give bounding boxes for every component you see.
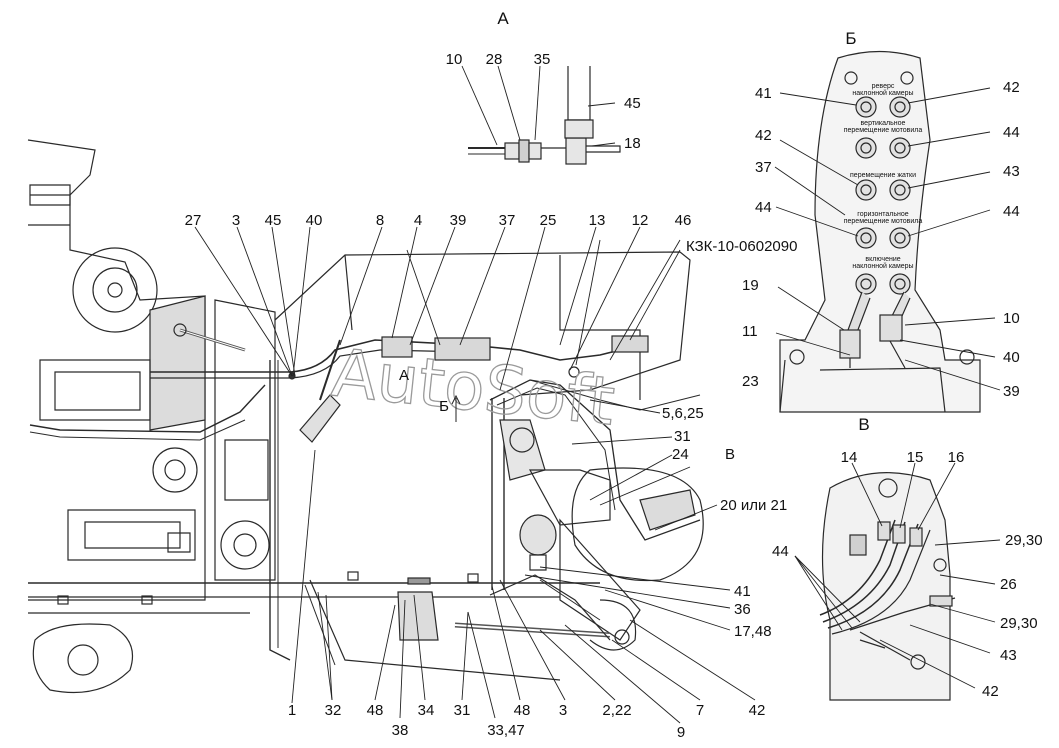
- callout-label: 39: [450, 212, 467, 229]
- caption-incl-2: наклонной камеры: [852, 262, 913, 270]
- callouts-detail-b: 41 42 42 44 37 43 44 44 19 10 11 40 23 3…: [742, 79, 1020, 400]
- callout-label: 35: [534, 51, 551, 68]
- callout-label: 9: [677, 724, 685, 741]
- callouts-main-bottom: 1 32 48 38 34 31 33,47 48 3 2,22 9 7 42: [288, 702, 766, 741]
- panel-b-captions: реверс наклонной камеры вертикальное пер…: [844, 83, 923, 270]
- watermark: AutoSoft: [328, 334, 618, 440]
- caption-incl-1: включение: [865, 256, 900, 263]
- callout-label: 39: [1003, 383, 1020, 400]
- callout-label: 13: [589, 212, 606, 229]
- callout-label: 44: [1003, 124, 1020, 141]
- kzk-label: КЗК-10-0602090: [686, 238, 797, 255]
- callout-label: 46: [675, 212, 692, 229]
- callout-label: 31: [454, 702, 471, 719]
- callout-label: 10: [446, 51, 463, 68]
- callout-label: 8: [376, 212, 384, 229]
- callout-label: 42: [755, 127, 772, 144]
- callout-label: 12: [632, 212, 649, 229]
- callout-label: 32: [325, 702, 342, 719]
- callout-label: 42: [982, 683, 999, 700]
- caption-reverse-1: реверс: [872, 83, 895, 90]
- view-marker-v: В: [725, 446, 735, 463]
- callout-label: 16: [948, 449, 965, 466]
- callout-label: 41: [734, 583, 751, 600]
- callout-label: 23: [742, 373, 759, 390]
- section-title-v: В: [858, 415, 869, 434]
- callout-label: 29,30: [1005, 532, 1043, 549]
- caption-horiz-2: перемещение мотовила: [844, 218, 923, 225]
- callout-label: 7: [696, 702, 704, 719]
- callout-label: 38: [392, 722, 409, 739]
- callout-label: 42: [749, 702, 766, 719]
- callout-label: 33,47: [487, 722, 525, 739]
- callout-label: 34: [418, 702, 435, 719]
- callouts-detail-a: 10 28 35 45 18: [446, 51, 641, 152]
- callout-label: 5,6,25: [662, 405, 704, 422]
- callout-label: 37: [755, 159, 772, 176]
- callout-label: 48: [514, 702, 531, 719]
- caption-katka: перемещение жатки: [850, 172, 916, 179]
- callout-label: 24: [672, 446, 689, 463]
- caption-vert-2: перемещение мотовила: [844, 127, 923, 134]
- callout-label: 17,48: [734, 623, 772, 640]
- callout-label: 45: [265, 212, 282, 229]
- main-assembly-drawing: [27, 139, 704, 693]
- callout-label: 10: [1003, 310, 1020, 327]
- caption-reverse-2: наклонной камеры: [852, 89, 913, 97]
- section-title-a: А: [497, 9, 509, 28]
- callouts-detail-v: 14 15 16 29,30 44 26 29,30 43 42: [772, 449, 1043, 700]
- caption-horiz-1: горизонтальное: [857, 211, 908, 218]
- callout-label: 3: [232, 212, 240, 229]
- callout-label: 28: [486, 51, 503, 68]
- detail-a-drawing: [468, 66, 621, 165]
- callout-label: 25: [540, 212, 557, 229]
- callout-label: 45: [624, 95, 641, 112]
- callout-label: 3: [559, 702, 567, 719]
- callout-label: 19: [742, 277, 759, 294]
- callout-label: 1: [288, 702, 296, 719]
- section-title-b: Б: [845, 29, 856, 48]
- callout-label: 44: [772, 543, 789, 560]
- callout-label: 14: [841, 449, 858, 466]
- callout-label: 42: [1003, 79, 1020, 96]
- callout-label: 44: [755, 199, 772, 216]
- callout-label: 31: [674, 428, 691, 445]
- detail-b-drawing: [779, 50, 981, 413]
- callouts-main-right: 5,6,25 31 24 20 или 21 41 36 17,48: [662, 405, 787, 640]
- callout-label: 43: [1000, 647, 1017, 664]
- callout-label: 20 или 21: [720, 497, 787, 514]
- callout-label: 4: [414, 212, 422, 229]
- callout-label: 40: [1003, 349, 1020, 366]
- callout-label: 44: [1003, 203, 1020, 220]
- callout-label: 2,22: [602, 702, 631, 719]
- callout-label: 37: [499, 212, 516, 229]
- callout-label: 15: [907, 449, 924, 466]
- caption-vert-1: вертикальное: [861, 120, 906, 127]
- detail-v-drawing: [819, 472, 956, 701]
- view-arrow-b: [451, 394, 461, 422]
- callout-label: 40: [306, 212, 323, 229]
- view-marker-a: А: [399, 367, 409, 384]
- callout-label: 26: [1000, 576, 1017, 593]
- callout-label: 27: [185, 212, 202, 229]
- callouts-main-top: 27 3 45 40 8 4 39 37 25 13 12 46: [185, 212, 692, 229]
- callout-label: 11: [742, 323, 758, 340]
- callout-label: 18: [624, 135, 641, 152]
- leader-lines: [194, 65, 1001, 724]
- callout-label: 48: [367, 702, 384, 719]
- callout-label: 43: [1003, 163, 1020, 180]
- callout-label: 36: [734, 601, 751, 618]
- callout-label: 41: [755, 85, 772, 102]
- view-marker-b: Б: [439, 398, 449, 415]
- callout-label: 29,30: [1000, 615, 1038, 632]
